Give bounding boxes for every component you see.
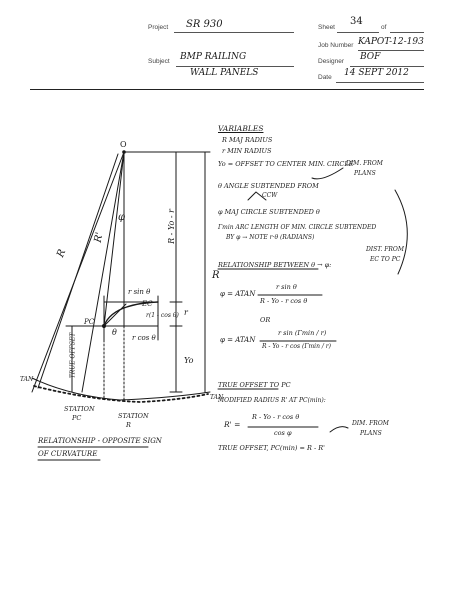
var-line-4: θ ANGLE SUBTENDED FROM [218, 182, 319, 190]
sheet-label: Sheet [318, 24, 335, 31]
var-line-3: Yo = OFFSET TO CENTER MIN. CIRCLE [218, 160, 354, 168]
yo-label: Yo [184, 356, 194, 365]
or-label: OR [260, 316, 271, 324]
r-label: r [184, 308, 188, 317]
project-label: Project [148, 24, 169, 31]
eq1-num: r sin θ [276, 283, 297, 291]
eq3-lhs: R' = [224, 420, 241, 429]
tangent-curve [31, 377, 211, 401]
relationship-title: RELATIONSHIP BETWEEN θ → φ: [218, 261, 332, 269]
var-line-1: R MAJ RADIUS [222, 136, 273, 144]
designer-value: BOF [360, 52, 381, 62]
arrow-dim-plans [311, 167, 344, 180]
var-line-5: φ MAJ CIRCLE SUBTENDED θ [218, 208, 320, 216]
arrow-note-ec: EC TO PC [370, 256, 401, 263]
of-rule [390, 32, 424, 33]
date-value: 14 SEPT 2012 [344, 68, 409, 78]
station-pc-label-2: PC [72, 414, 82, 422]
project-value: SR 930 [186, 19, 223, 30]
tan-right-label: TAN [210, 394, 224, 401]
header-separator [30, 89, 424, 90]
rcos-label: r cos θ [132, 334, 156, 342]
r-one-minus-cos-label: r(1 - cos θ) [146, 312, 179, 319]
pc-label: PC [84, 318, 95, 326]
subject-label: Subject [148, 58, 170, 65]
R-minus-label: R - Yo - r [166, 209, 176, 244]
sheet-rule [337, 32, 379, 33]
true-offset-formula: TRUE OFFSET, PC(min) = R - R' [218, 444, 325, 452]
rsin-label: r sin θ [128, 288, 151, 296]
eq1-den: R - Yo - r cos θ [260, 297, 308, 305]
offset-title: TRUE OFFSET TO PC [218, 381, 291, 389]
theta-label: θ [112, 328, 117, 337]
subject-rule [176, 66, 294, 67]
arrow-note-plans: PLANS [354, 170, 376, 177]
eq1-lhs: φ = ATAN [220, 290, 256, 298]
station-pc-label-1: STATION [64, 405, 95, 413]
theta-mark [247, 191, 267, 201]
date-label: Date [318, 74, 332, 81]
phi-ray-line [103, 151, 125, 327]
R-right-label: R [212, 270, 220, 281]
offset-line: MODIFIED RADIUS R' AT PC(min): [218, 397, 326, 404]
arrow-note-dim: DIM. FROM [346, 160, 383, 167]
job-number-rule [358, 50, 424, 51]
R-prime-label: R' [92, 231, 106, 244]
eq3-den: cos φ [274, 429, 292, 437]
station-r-label-1: STATION [118, 412, 149, 420]
eq2-lhs: φ = ATAN [220, 336, 256, 344]
tan-left-label: TAN [20, 376, 34, 383]
job-number-label: Job Number [318, 42, 354, 49]
var-line-7: BY φ → NOTE r·θ (RADIANS) [226, 234, 315, 241]
radius-R-prime-line [81, 151, 125, 393]
caption-line-2: OF CURVATURE [38, 450, 98, 458]
ec-label: EC [142, 300, 153, 308]
true-offset-vert-label: TRUE OFFSET [69, 332, 77, 379]
designer-label: Designer [318, 58, 345, 65]
variables-title: VARIABLES [218, 124, 264, 133]
phi-label: φ [118, 212, 126, 223]
eq2-den: R - Yo - r cos (Γmin / r) [262, 343, 332, 350]
eq3-num: R - Yo - r cos θ [252, 413, 300, 421]
arrow-note-dist: DIST. FROM [366, 246, 404, 253]
minor-radius-line [103, 303, 127, 327]
sheet-value: 34 [350, 16, 363, 27]
subject-value-line1: BMP RAILING [180, 52, 247, 62]
center-label: O [120, 140, 127, 149]
arrow-dist-ec [394, 189, 408, 275]
var-line-6: Γmin ARC LENGTH OF MIN. CIRCLE SUBTENDED [218, 224, 377, 231]
station-r-label-2: R [126, 421, 131, 429]
dim-note-2: PLANS [360, 430, 382, 437]
project-rule [174, 32, 294, 33]
eq3-arrow [329, 426, 349, 433]
eq2-num: r sin (Γmin / r) [278, 329, 327, 337]
caption-line-1: RELATIONSHIP - OPPOSITE SIGN [38, 437, 162, 445]
arrow-note-ccw: CCW [262, 192, 278, 199]
job-number-value: KAPOT-12-193 [358, 37, 424, 47]
tangent-dashed [33, 385, 209, 403]
subject-value-line2: WALL PANELS [190, 68, 259, 78]
dim-note-1: DIM. FROM [352, 420, 389, 427]
date-rule [336, 82, 424, 83]
radius-R-dim [37, 153, 119, 389]
var-line-2: r MIN RADIUS [222, 147, 272, 155]
of-label: of [381, 24, 387, 31]
designer-rule [350, 66, 424, 67]
